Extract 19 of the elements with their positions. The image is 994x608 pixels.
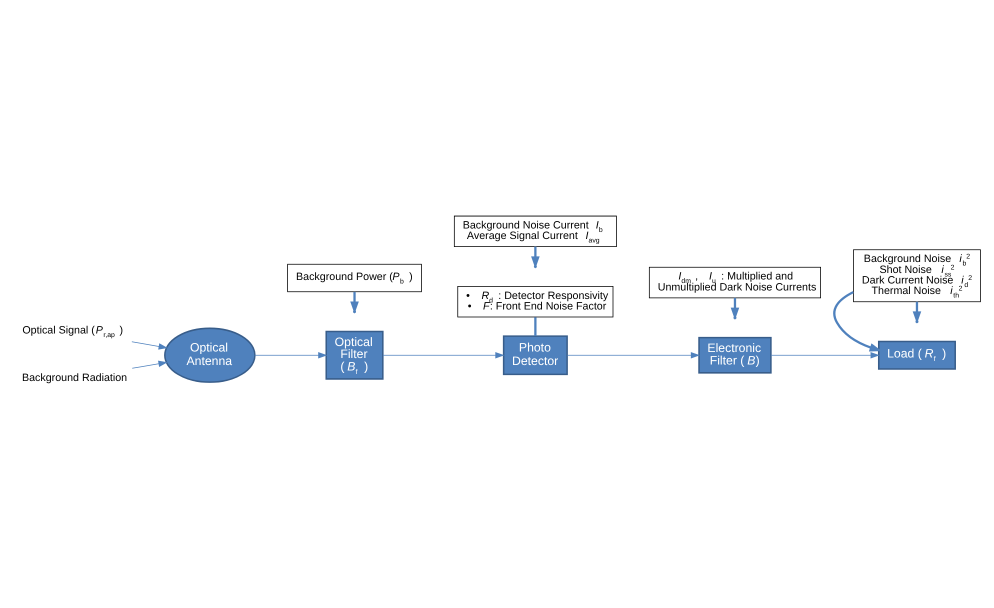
node-box: • R$_{d}$ : Detector Responsivity • F: Front End Noise Factor <box>457 286 614 318</box>
node-box: Optical Filter (B$_{f}$) <box>325 330 384 380</box>
connector <box>534 317 537 336</box>
node-box: I$_{dm}$ , I$_{u}$ : Multiplied and Unmultiplied Dark Noise Currents <box>648 266 821 298</box>
arrow <box>132 360 168 369</box>
node-text: Background Radiation <box>22 372 128 384</box>
arrow <box>770 352 880 358</box>
arrow <box>833 291 882 352</box>
node-box: Photo Detector <box>502 335 568 376</box>
arrow <box>131 341 168 350</box>
node-box: Background Power (P$_{b}$) <box>287 264 422 292</box>
arrow <box>254 352 328 358</box>
node-box: Electronic Filter (B) <box>698 336 772 374</box>
arrow <box>382 352 504 358</box>
node-text: Optical Signal (P$_{r,ap}$) <box>22 324 124 340</box>
node-ellipse: Optical Antenna <box>164 328 256 383</box>
node-box: Load (R$_{f}$) <box>878 340 956 370</box>
node-box: Background Noise Current I$_{b}$ Average Signal Current I$_{avg}$ <box>454 216 617 248</box>
arrow <box>566 352 700 358</box>
